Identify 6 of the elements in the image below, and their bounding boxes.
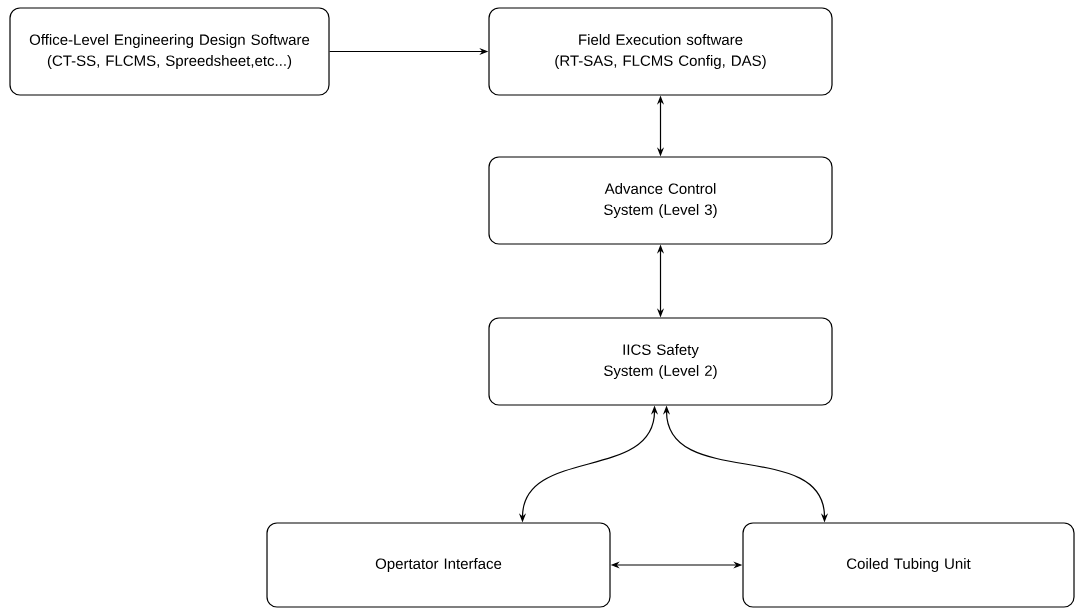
process-box: Field Execution software (RT-SAS, FLCMS Config, DAS) (488, 7, 833, 96)
process-box: IICS Safety System (Level 2) (488, 317, 833, 406)
process-box: Advance Control System (Level 3) (488, 156, 833, 245)
process-box: Opertator Interface (266, 522, 611, 608)
process-box: Coiled Tubing Unit (742, 522, 1075, 608)
process-box: Office-Level Engineering Design Software (CT-SS, FLCMS, Spreedsheet,etc...) (9, 7, 330, 96)
